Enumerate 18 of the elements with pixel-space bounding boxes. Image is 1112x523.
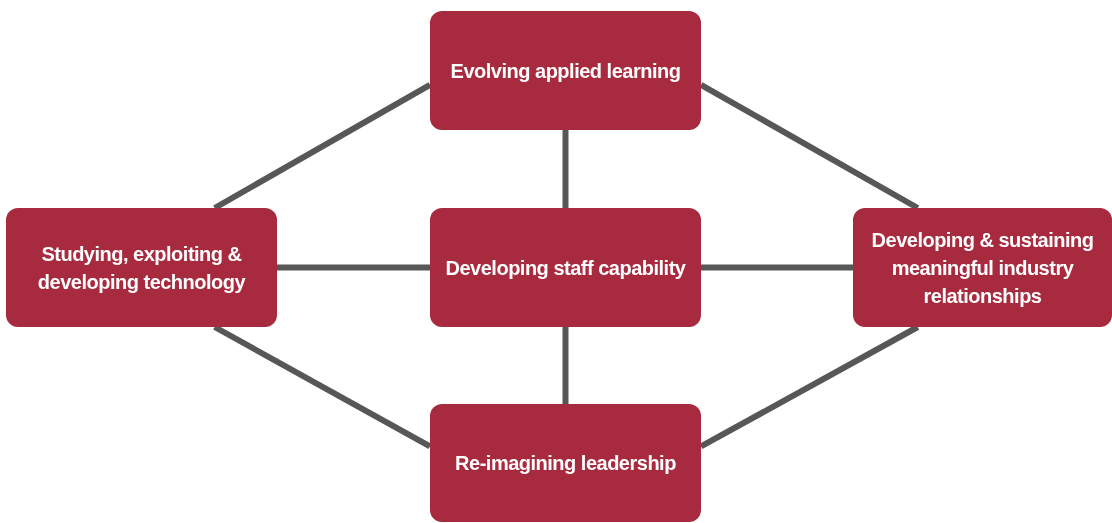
connector-line (277, 264, 430, 271)
box-label: Studying, exploiting & developing technology (36, 241, 247, 295)
process-box (430, 208, 701, 327)
process-box (430, 11, 701, 130)
connector-line (699, 82, 920, 211)
box-label: Developing staff capability (445, 255, 686, 281)
box-label: Evolving applied learning (450, 58, 681, 84)
connector-line (213, 324, 432, 450)
connector-line (213, 82, 432, 211)
process-box (6, 208, 277, 327)
box-label: Re-imagining leadership (455, 451, 676, 476)
connector-line (562, 130, 569, 208)
connector-line (562, 327, 569, 404)
process-box (853, 208, 1112, 327)
connector-line (699, 324, 920, 450)
connector-line (701, 264, 853, 271)
process-box (430, 404, 701, 522)
box-label: Developing & sustaining meaningful industry relationships (870, 227, 1095, 309)
